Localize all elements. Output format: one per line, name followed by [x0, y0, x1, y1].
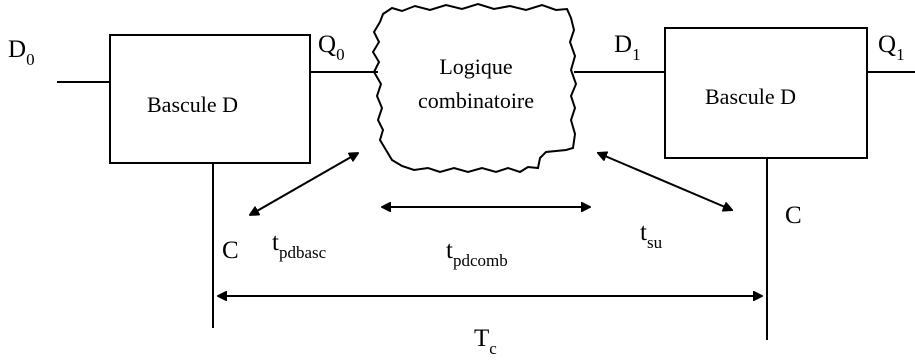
tc-label: Tc	[474, 325, 497, 358]
q0-label: Q0	[318, 31, 345, 64]
flipflop-left-box	[109, 34, 311, 164]
tsu-arrow	[598, 153, 732, 210]
tsu-label: tsu	[640, 219, 663, 252]
clock-right-label: C	[785, 202, 802, 229]
logic-label-line1: Logique	[439, 54, 512, 79]
clock-left-label: C	[222, 237, 239, 264]
flipflop-right-label: Bascule D	[705, 84, 796, 109]
d1-label: D1	[614, 31, 641, 64]
q1-label: Q1	[878, 31, 905, 64]
tpdbasc-arrow	[250, 153, 358, 215]
logic-label-line2: combinatoire	[418, 88, 534, 113]
tpdbasc-label: tpdbasc	[272, 229, 327, 262]
d0-label: D0	[8, 36, 35, 69]
tpdcomb-label: tpdcomb	[446, 237, 508, 270]
combinational-logic-cloud	[371, 2, 578, 174]
flipflop-left-label: Bascule D	[147, 92, 238, 117]
